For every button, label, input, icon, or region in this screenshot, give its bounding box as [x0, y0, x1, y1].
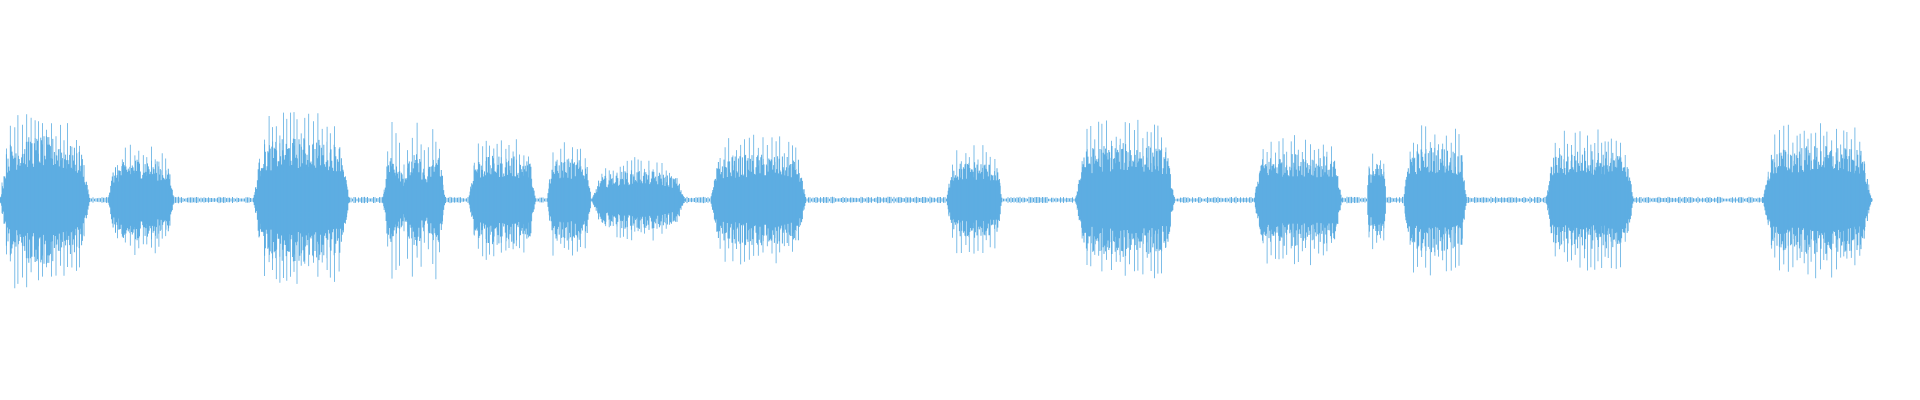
- waveform-peaks: [470, 139, 533, 260]
- waveform-peaks: [1764, 123, 1870, 279]
- waveform-peaks: [255, 112, 348, 284]
- waveform-peaks: [383, 122, 443, 280]
- waveform-burst-9: [946, 145, 1003, 254]
- waveform-body: [253, 138, 350, 262]
- waveform-burst-1: [0, 114, 91, 289]
- waveform-burst-12: [1367, 153, 1386, 250]
- waveform-body: [1075, 143, 1175, 257]
- waveform-burst-6: [547, 142, 592, 256]
- waveform-peaks: [948, 145, 1001, 254]
- waveform-peaks: [1547, 129, 1629, 271]
- waveform-peaks: [1, 114, 89, 289]
- waveform-peaks: [1255, 135, 1337, 266]
- waveform-burst-14: [1545, 129, 1635, 271]
- waveform-peaks: [109, 144, 173, 255]
- waveform-burst-10: [1075, 119, 1175, 279]
- waveform-burst-8: [710, 134, 807, 265]
- waveform-burst-11: [1254, 135, 1343, 266]
- waveform-peaks: [593, 157, 684, 241]
- waveform-peaks: [1368, 153, 1385, 250]
- waveform-peaks: [712, 134, 805, 265]
- waveform-burst-7: [591, 157, 686, 241]
- waveform-peaks: [548, 142, 586, 256]
- waveform-burst-2: [107, 144, 175, 255]
- waveform-burst-13: [1403, 125, 1468, 276]
- waveform-peaks: [1405, 125, 1463, 276]
- waveform-peaks: [1076, 119, 1171, 279]
- waveform-burst-3: [253, 112, 350, 284]
- waveform-burst-15: [1762, 123, 1872, 279]
- waveform-burst-5: [468, 139, 536, 260]
- waveform-body: [547, 159, 592, 241]
- waveform-burst-4: [382, 122, 446, 280]
